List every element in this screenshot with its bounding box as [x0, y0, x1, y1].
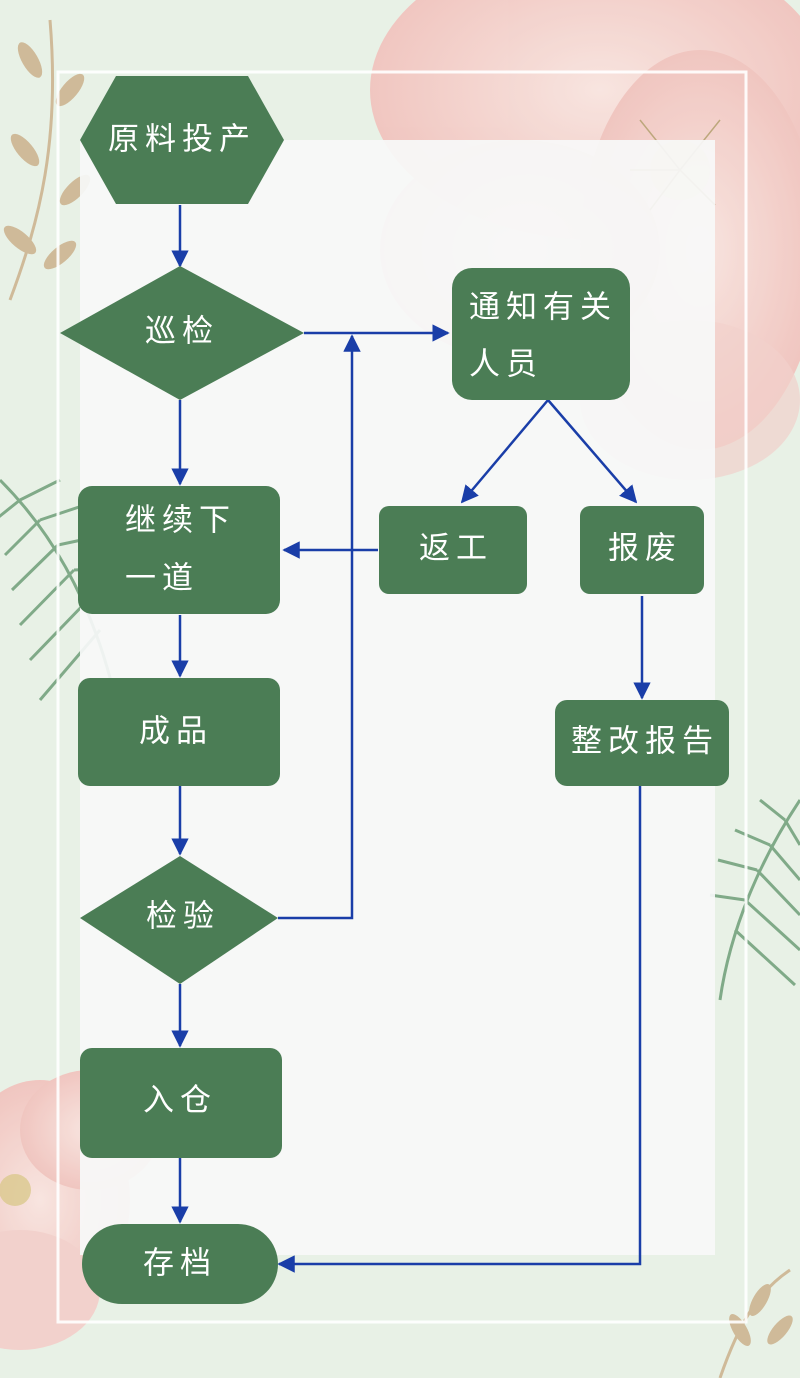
node-archive-label: 存档 — [143, 1246, 217, 1282]
node-notify-label-line1: 通知有关 — [469, 290, 617, 326]
twig-decoration-top-left — [3, 19, 91, 301]
node-start-label: 原料投产 — [108, 122, 256, 158]
node-next-step-label-line2: 一道 — [125, 561, 199, 597]
node-notify-label-line2: 人员 — [469, 347, 543, 383]
node-rework: 返工 — [379, 506, 527, 594]
node-notify: 通知有关 人员 — [452, 268, 630, 400]
node-storage-label: 入仓 — [143, 1083, 217, 1119]
twig-decoration-bottom-right — [718, 1268, 793, 1378]
arrow-rectify-to-archive — [277, 786, 642, 1273]
node-scrap-label: 报废 — [608, 531, 682, 567]
node-patrol: 巡检 — [60, 266, 304, 400]
node-patrol-label: 巡检 — [145, 314, 219, 350]
node-scrap: 报废 — [580, 506, 704, 594]
node-product-label: 成品 — [139, 714, 213, 750]
arrow-notify-to-scrap — [547, 399, 638, 504]
arrow-inspect-loop-to-patrol — [278, 334, 361, 920]
node-rectify-report: 整改报告 — [555, 700, 729, 786]
node-storage: 入仓 — [80, 1048, 282, 1158]
node-inspect-label: 检验 — [146, 899, 220, 935]
node-next-step: 继续下 一道 — [78, 486, 280, 614]
node-rework-label: 返工 — [419, 531, 493, 567]
arrow-notify-to-rework — [460, 399, 549, 504]
connectors — [171, 205, 651, 1273]
node-rectify-report-label: 整改报告 — [571, 724, 719, 760]
node-start: 原料投产 — [80, 76, 284, 204]
node-inspect: 检验 — [80, 856, 278, 984]
white-frame — [56, 70, 748, 1324]
node-product: 成品 — [78, 678, 280, 786]
node-next-step-label-line1: 继续下 — [125, 503, 236, 539]
node-archive: 存档 — [82, 1224, 278, 1304]
